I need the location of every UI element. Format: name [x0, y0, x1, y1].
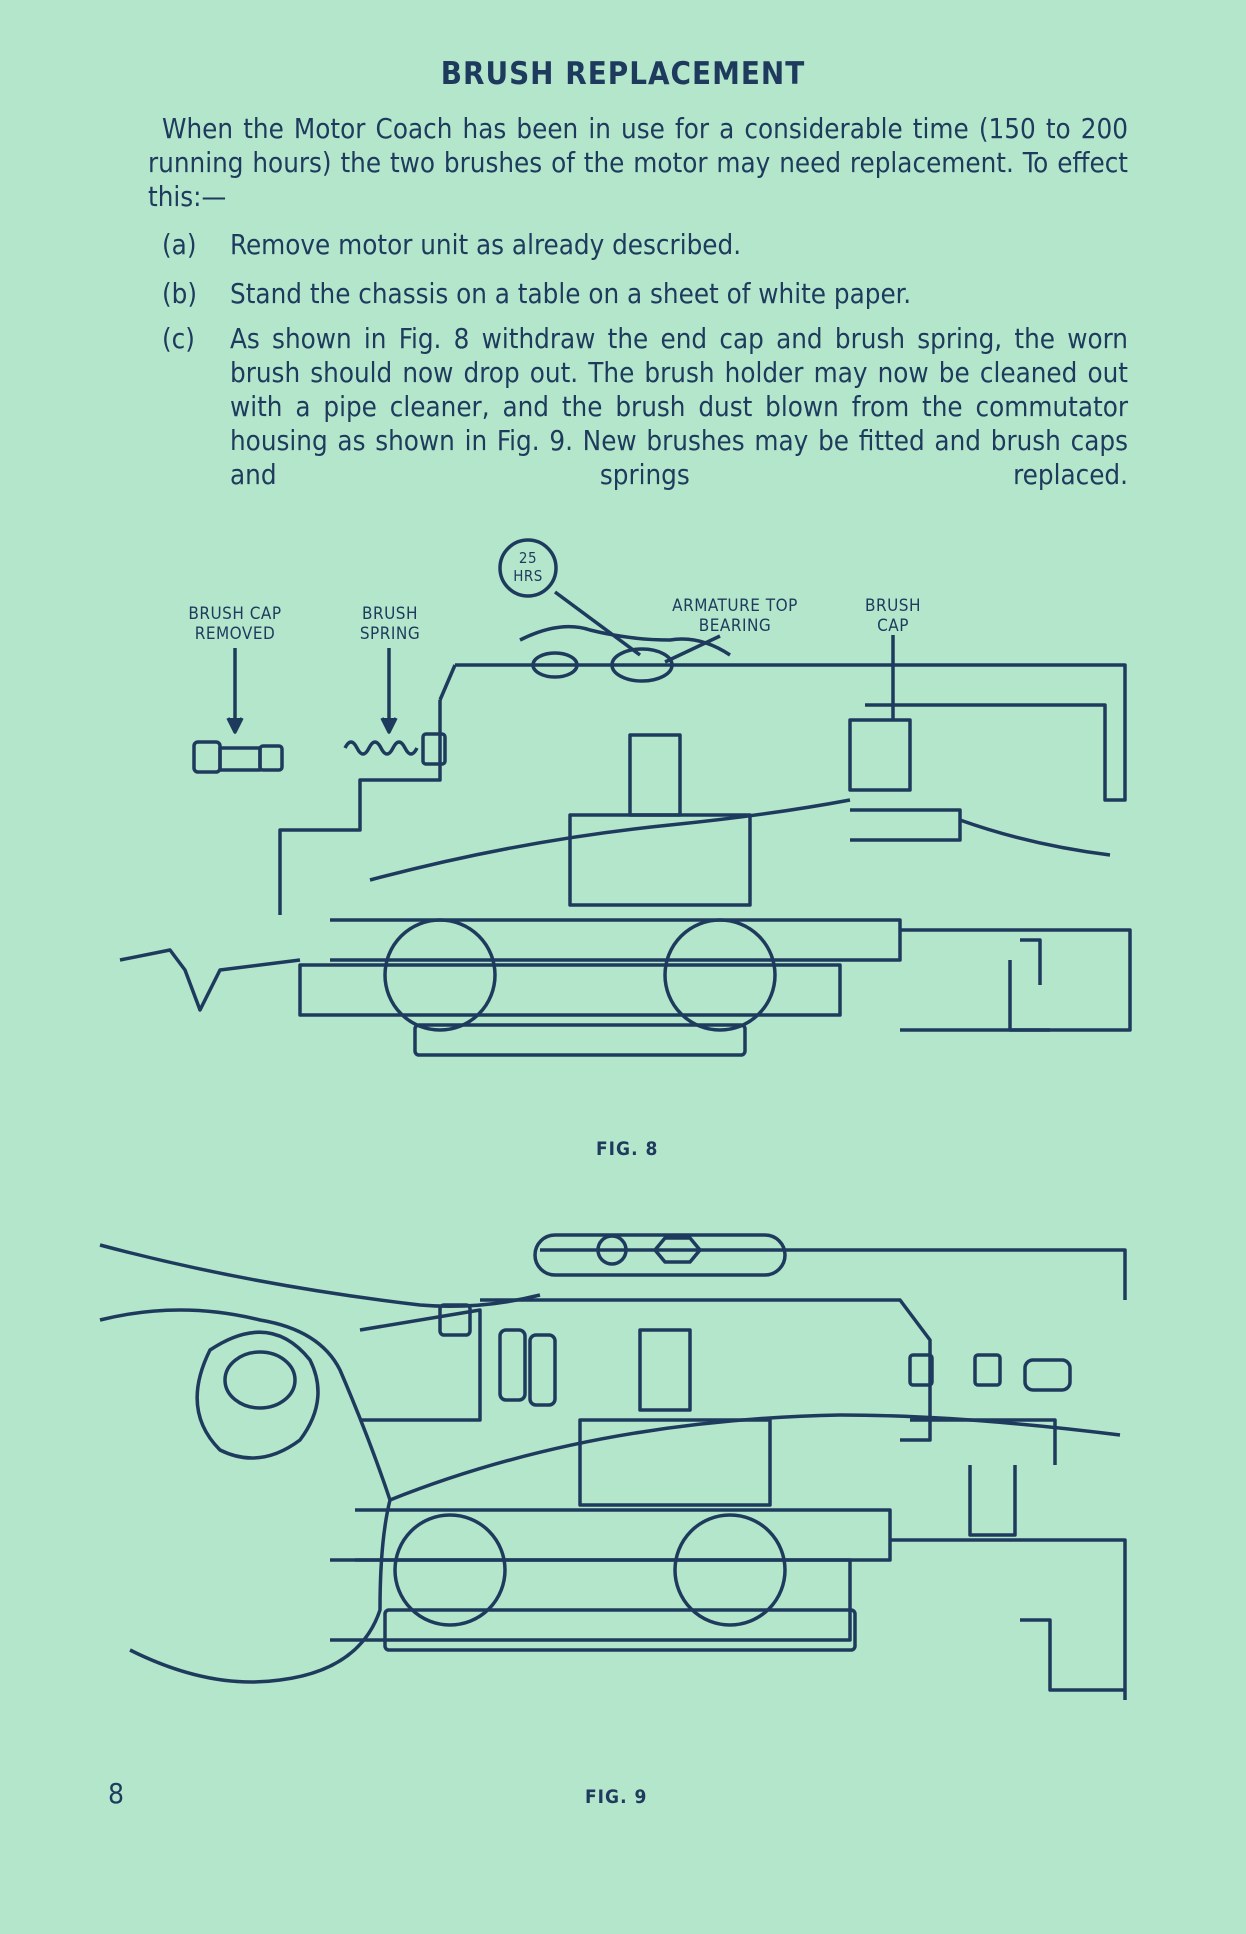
- step-a: (a) Remove motor unit as already describ…: [162, 228, 1128, 262]
- label-brush-cap-removed: BRUSH CAP REMOVED: [170, 604, 300, 644]
- label-line: BRUSH CAP: [188, 604, 282, 624]
- fig9-caption: FIG. 9: [585, 1786, 648, 1808]
- intro-paragraph: When the Motor Coach has been in use for…: [148, 113, 1128, 213]
- hours-badge-circle: [498, 538, 558, 598]
- label-line: ARMATURE TOP: [672, 596, 798, 616]
- label-hours: 25 HRS: [500, 549, 556, 585]
- label-brush-spring: BRUSH SPRING: [340, 604, 440, 644]
- label-line: SPRING: [359, 624, 421, 644]
- step-b: (b) Stand the chassis on a table on a sh…: [162, 277, 1128, 311]
- label-line: 25: [518, 549, 538, 567]
- step-c: (c) As shown in Fig. 8 withdraw the end …: [162, 322, 1128, 492]
- label-line: HRS: [513, 567, 543, 585]
- label-armature-top-bearing: ARMATURE TOP BEARING: [650, 596, 820, 636]
- step-text: Remove motor unit as already described.: [230, 229, 742, 261]
- step-text: As shown in Fig. 8 withdraw the end cap …: [230, 323, 1128, 491]
- label-line: BEARING: [698, 616, 772, 636]
- fig8-motor-drawing: [119, 590, 1132, 1057]
- label-line: REMOVED: [194, 624, 276, 644]
- step-label: (a): [162, 229, 197, 261]
- label-line: CAP: [877, 616, 909, 636]
- step-label: (b): [162, 278, 198, 310]
- page-title: BRUSH REPLACEMENT: [440, 56, 806, 92]
- label-line: BRUSH: [361, 604, 419, 624]
- fig8-caption: FIG. 8: [596, 1138, 659, 1160]
- step-label: (c): [162, 323, 195, 355]
- page-number: 8: [108, 1777, 125, 1810]
- step-text: Stand the chassis on a table on a sheet …: [230, 278, 912, 310]
- fig9-hand-drawing: [99, 1233, 1127, 1700]
- label-brush-cap: BRUSH CAP: [848, 596, 938, 636]
- label-line: BRUSH: [864, 596, 922, 616]
